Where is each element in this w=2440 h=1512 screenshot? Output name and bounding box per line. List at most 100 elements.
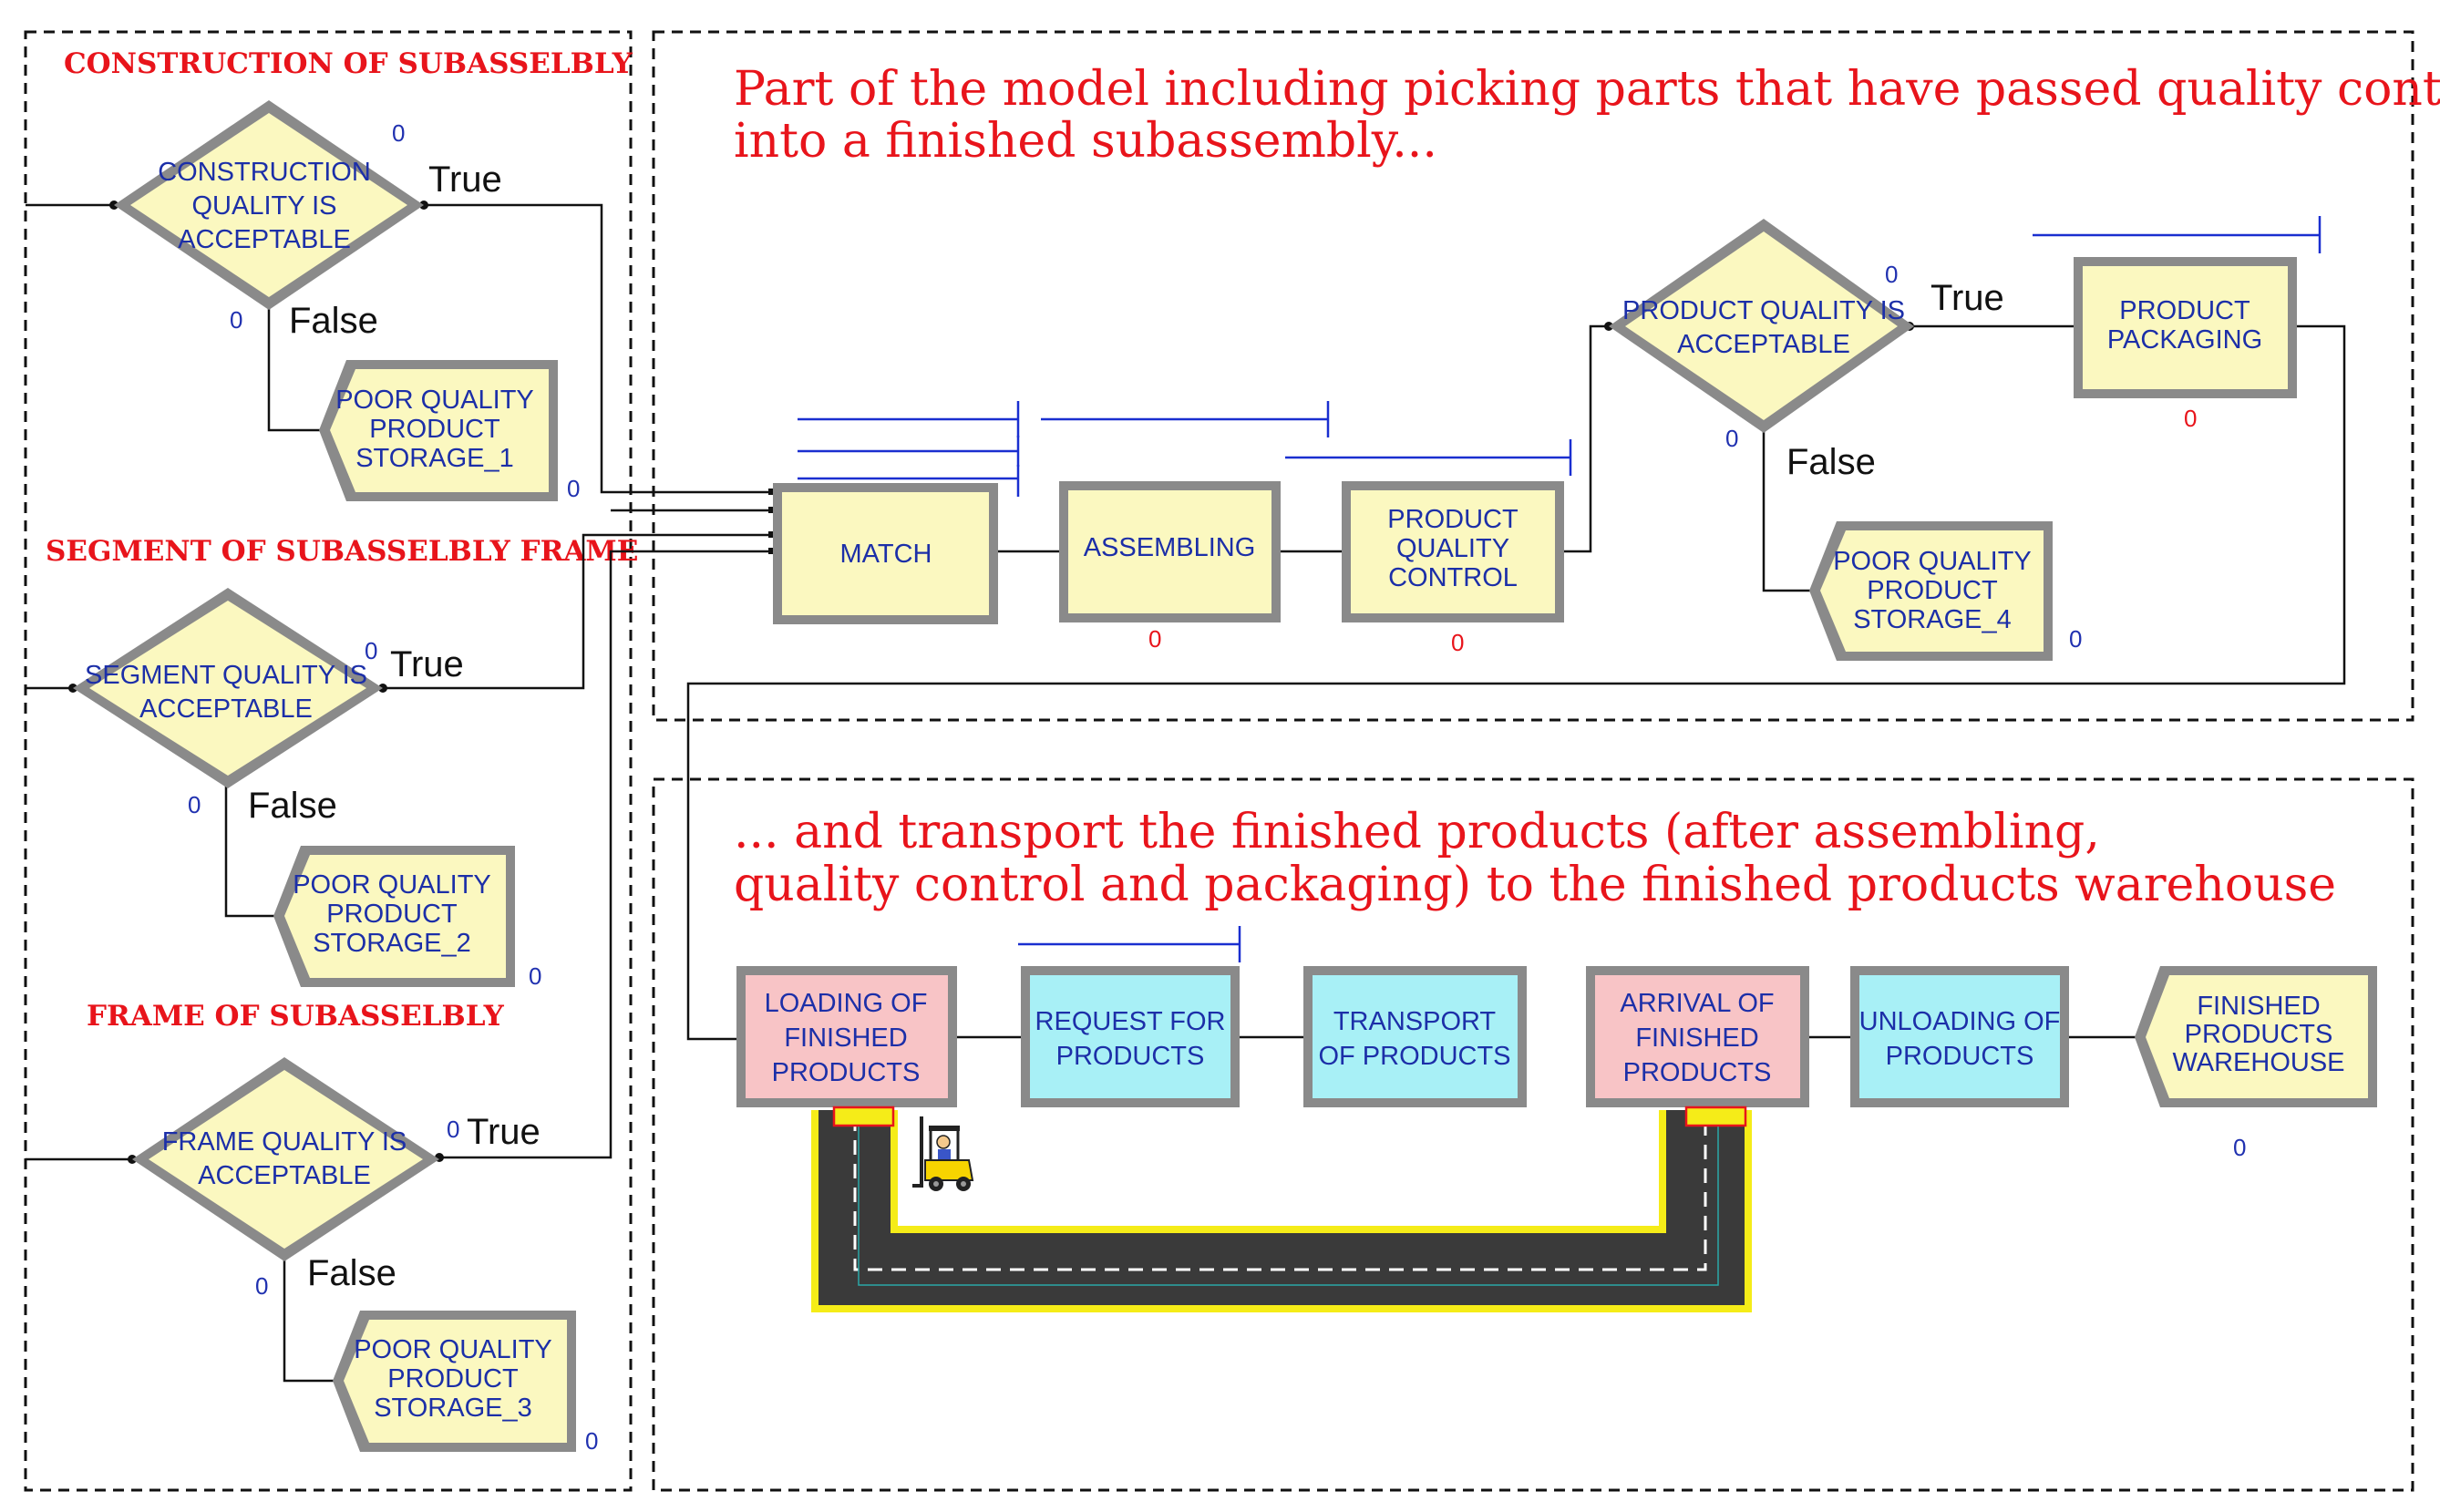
dispose-warehouse-l2: PRODUCTS: [2185, 1020, 2333, 1049]
module-unloading[interactable]: UNLOADING OF PRODUCTS: [1850, 966, 2069, 1107]
decision-segment-l1: SEGMENT QUALITY IS: [85, 661, 367, 690]
dispose-storage2[interactable]: POOR QUALITY PRODUCT STORAGE_2 0: [273, 846, 541, 990]
dispose-storage1-l3: STORAGE_1: [355, 444, 514, 473]
forklift-icon: [912, 1116, 974, 1191]
dispose-storage1-count: 0: [567, 475, 580, 502]
module-transport-l2: OF PRODUCTS: [1318, 1042, 1510, 1071]
module-loading-l1: LOADING OF: [765, 989, 928, 1018]
decision-construction-true-count: 0: [392, 119, 405, 147]
module-quality-control[interactable]: PRODUCT QUALITY CONTROL 0: [1342, 481, 1564, 656]
decision-construction-false: False: [289, 301, 378, 341]
dispose-storage4-count: 0: [2069, 625, 2082, 653]
bottom-panel-frame: [652, 777, 2414, 1492]
dispose-storage2-l1: POOR QUALITY: [293, 870, 491, 900]
bottom-caption-line2: quality control and packaging) to the fi…: [734, 858, 2336, 912]
dispose-storage1-l2: PRODUCT: [369, 415, 500, 444]
decision-frame-false: False: [307, 1253, 396, 1293]
decision-product-true: True: [1930, 278, 2004, 318]
section-title-construction: CONSTRUCTION OF SUBASSELBLY: [64, 47, 633, 80]
decision-product-true-count: 0: [1885, 261, 1898, 288]
decision-construction-false-count: 0: [230, 306, 242, 334]
module-unloading-l1: UNLOADING OF: [1859, 1007, 2061, 1036]
decision-segment-true: True: [390, 644, 464, 684]
top-caption-line1: Part of the model including picking part…: [734, 62, 2440, 117]
section-title-segment: SEGMENT OF SUBASSELBLY FRAME: [46, 535, 638, 568]
decision-construction-l2: QUALITY IS: [191, 191, 336, 221]
top-caption-line2: into a finished subassembly...: [734, 114, 1437, 169]
module-arrival-l1: ARRIVAL OF: [1620, 989, 1774, 1018]
decision-frame-l1: FRAME QUALITY IS: [162, 1127, 407, 1157]
dispose-storage4-l1: POOR QUALITY: [1833, 547, 2032, 576]
dispose-storage4-l2: PRODUCT: [1867, 576, 1998, 605]
module-quality-control-l3: CONTROL: [1388, 563, 1518, 592]
dispose-storage4-l3: STORAGE_4: [1853, 605, 2012, 634]
dispose-storage2-l3: STORAGE_2: [313, 929, 471, 958]
top-panel-frame: [652, 30, 2414, 722]
module-transport-l1: TRANSPORT: [1333, 1007, 1497, 1036]
dispose-warehouse-l1: FINISHED: [2197, 992, 2320, 1021]
decision-segment[interactable]: SEGMENT QUALITY IS ACCEPTABLE True False…: [73, 588, 464, 826]
transport-path: [811, 1106, 1752, 1312]
dispose-storage3[interactable]: POOR QUALITY PRODUCT STORAGE_3 0: [333, 1311, 598, 1455]
module-quality-control-l1: PRODUCT: [1387, 505, 1519, 534]
decision-product-l1: PRODUCT QUALITY IS: [1622, 296, 1905, 325]
dispose-storage1-l1: POOR QUALITY: [335, 386, 534, 415]
decision-segment-true-count: 0: [365, 637, 377, 664]
decision-product-l2: ACCEPTABLE: [1677, 330, 1850, 359]
bottom-caption-line1: ... and transport the finished products …: [734, 805, 2100, 859]
module-loading[interactable]: LOADING OF FINISHED PRODUCTS: [736, 966, 957, 1107]
module-packaging-l1: PRODUCT: [2119, 296, 2250, 325]
dispose-storage2-l2: PRODUCT: [326, 900, 458, 929]
module-packaging[interactable]: PRODUCT PACKAGING 0: [2074, 257, 2297, 432]
module-arrival-l3: PRODUCTS: [1623, 1058, 1772, 1087]
decision-construction-true: True: [428, 159, 502, 200]
module-arrival-l2: FINISHED: [1635, 1023, 1758, 1053]
dispose-warehouse-l3: WAREHOUSE: [2172, 1048, 2344, 1077]
dispose-storage2-count: 0: [529, 962, 541, 990]
decision-frame-l2: ACCEPTABLE: [198, 1161, 371, 1190]
dispose-storage3-l3: STORAGE_3: [374, 1394, 532, 1423]
module-request-l2: PRODUCTS: [1056, 1042, 1205, 1071]
module-assembling-count: 0: [1148, 625, 1161, 653]
decision-product[interactable]: PRODUCT QUALITY IS ACCEPTABLE True False…: [1609, 219, 2004, 482]
module-quality-control-count: 0: [1451, 629, 1464, 656]
dispose-warehouse-count: 0: [2233, 1134, 2246, 1161]
module-request-l1: REQUEST FOR: [1035, 1007, 1226, 1036]
queue-lines: [798, 216, 2322, 962]
decision-segment-l2: ACCEPTABLE: [139, 694, 313, 724]
module-packaging-l2: PACKAGING: [2107, 325, 2262, 355]
decision-construction-l3: ACCEPTABLE: [178, 225, 351, 254]
module-match-l1: MATCH: [840, 540, 932, 569]
module-packaging-count: 0: [2184, 405, 2197, 432]
decision-frame-true-count: 0: [447, 1116, 459, 1143]
decision-frame-false-count: 0: [255, 1272, 268, 1300]
dispose-storage3-l2: PRODUCT: [387, 1364, 519, 1394]
dispose-warehouse[interactable]: FINISHED PRODUCTS WAREHOUSE 0: [2135, 966, 2377, 1161]
module-unloading-l2: PRODUCTS: [1886, 1042, 2034, 1071]
dispose-storage4[interactable]: POOR QUALITY PRODUCT STORAGE_4 0: [1809, 521, 2082, 661]
decision-frame-true: True: [467, 1112, 541, 1152]
section-title-frame: FRAME OF SUBASSELBLY: [87, 1000, 505, 1033]
left-panel-frame: [24, 30, 633, 1492]
module-request[interactable]: REQUEST FOR PRODUCTS: [1021, 966, 1240, 1107]
dispose-storage3-count: 0: [585, 1427, 598, 1455]
module-loading-l2: FINISHED: [784, 1023, 907, 1053]
decision-frame[interactable]: FRAME QUALITY IS ACCEPTABLE True False 0…: [132, 1057, 541, 1300]
decision-construction-l1: CONSTRUCTION: [158, 158, 371, 187]
decision-segment-false: False: [248, 786, 337, 826]
dispose-storage1[interactable]: POOR QUALITY PRODUCT STORAGE_1 0: [319, 360, 580, 502]
module-assembling-l1: ASSEMBLING: [1084, 533, 1256, 562]
module-loading-l3: PRODUCTS: [772, 1058, 921, 1087]
module-match[interactable]: MATCH: [773, 483, 998, 624]
module-quality-control-l2: QUALITY: [1396, 534, 1509, 563]
module-transport[interactable]: TRANSPORT OF PRODUCTS: [1303, 966, 1527, 1107]
module-arrival[interactable]: ARRIVAL OF FINISHED PRODUCTS: [1586, 966, 1809, 1107]
decision-construction[interactable]: CONSTRUCTION QUALITY IS ACCEPTABLE True …: [114, 100, 502, 341]
module-assembling[interactable]: ASSEMBLING 0: [1059, 481, 1281, 653]
connectors: [26, 203, 2346, 1383]
decision-product-false-count: 0: [1725, 425, 1738, 452]
decision-segment-false-count: 0: [188, 791, 201, 818]
dispose-storage3-l1: POOR QUALITY: [354, 1335, 552, 1364]
